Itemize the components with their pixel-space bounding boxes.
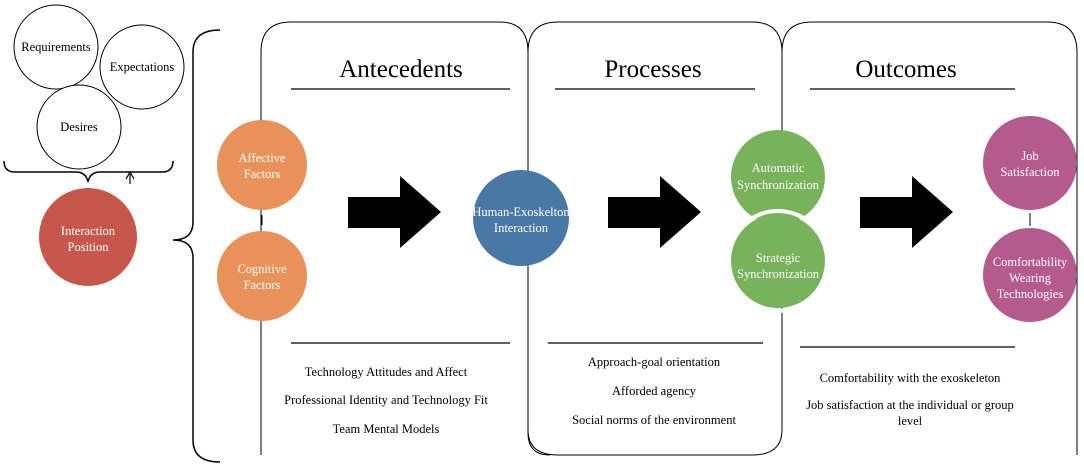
automatic-synchronization-circle [731,130,825,224]
desires-circle [36,84,122,170]
human-exoskeleton-interaction-circle [473,170,569,266]
automatic-synchronization-line-2: Synchronization [737,178,820,192]
arrow-antecedents-to-processes [348,176,441,248]
antecedents-note-1: Technology Attitudes and Affect [305,365,468,379]
cluster-brace [3,160,174,183]
expectations-label: Expectations [110,60,175,74]
comfortability-line-3: Technologies [997,287,1064,301]
expectations-cluster: Requirements Expectations Desires [3,4,185,184]
outcomes-note-1: Comfortability with the exoskeleton [820,371,1002,385]
human-exoskeleton-interaction-line-2: Interaction [494,221,549,235]
main-brace [172,29,221,463]
arrow-interaction-to-synchronization [608,176,701,248]
cognitive-factors-circle [217,231,307,321]
strategic-synchronization-line-1: Strategic [756,251,801,265]
outcomes-frame [781,21,1078,455]
comfortability-line-1: Comfortability [993,255,1068,269]
interaction-position-circle [39,188,137,286]
requirements-circle [13,4,99,90]
antecedents-note-3: Team Mental Models [333,422,440,436]
job-satisfaction-line-2: Satisfaction [1000,165,1060,179]
human-exoskeleton-interaction-line-1: Human-Exoskelton [472,205,570,219]
processes-heading: Processes [604,56,701,83]
affective-factors-circle [217,120,307,210]
expectations-circle [99,24,185,110]
processes-note-1: Approach-goal orientation [588,355,721,369]
interaction-position-line-1: Interaction [61,224,116,238]
processes-note-2: Afforded agency [612,384,697,398]
affective-factors-line-2: Factors [244,167,281,181]
synchronization-separation [726,209,830,313]
cognitive-factors-line-1: Cognitive [237,262,287,276]
cognitive-factors-line-2: Factors [244,278,281,292]
outcomes-heading: Outcomes [855,56,956,83]
comfortability-wearing-technologies-circle [983,228,1077,322]
interaction-position-line-2: Position [68,240,110,254]
desires-label: Desires [60,120,98,134]
antecedents-frame [260,21,551,456]
interaction-position: Interaction Position [39,188,137,286]
affective-factors-line-1: Affective [239,151,286,165]
requirements-label: Requirements [21,40,91,54]
job-satisfaction-circle [983,116,1077,210]
outcomes-note-3: level [898,414,923,428]
automatic-synchronization-line-1: Automatic [752,161,805,175]
job-satisfaction-line-1: Job [1021,149,1038,163]
strategic-synchronization-circle [731,214,825,308]
cluster-brace-arrow-head [125,170,135,180]
antecedents-note-2: Professional Identity and Technology Fit [284,393,488,407]
comfortability-line-2: Wearing [1009,271,1052,285]
processes-note-3: Social norms of the environment [572,413,736,427]
outcomes-note-2: Job satisfaction at the individual or gr… [806,398,1014,412]
strategic-synchronization-line-2: Synchronization [737,267,820,281]
antecedents-heading: Antecedents [339,56,463,83]
arrow-synchronization-to-outcomes [860,176,953,248]
